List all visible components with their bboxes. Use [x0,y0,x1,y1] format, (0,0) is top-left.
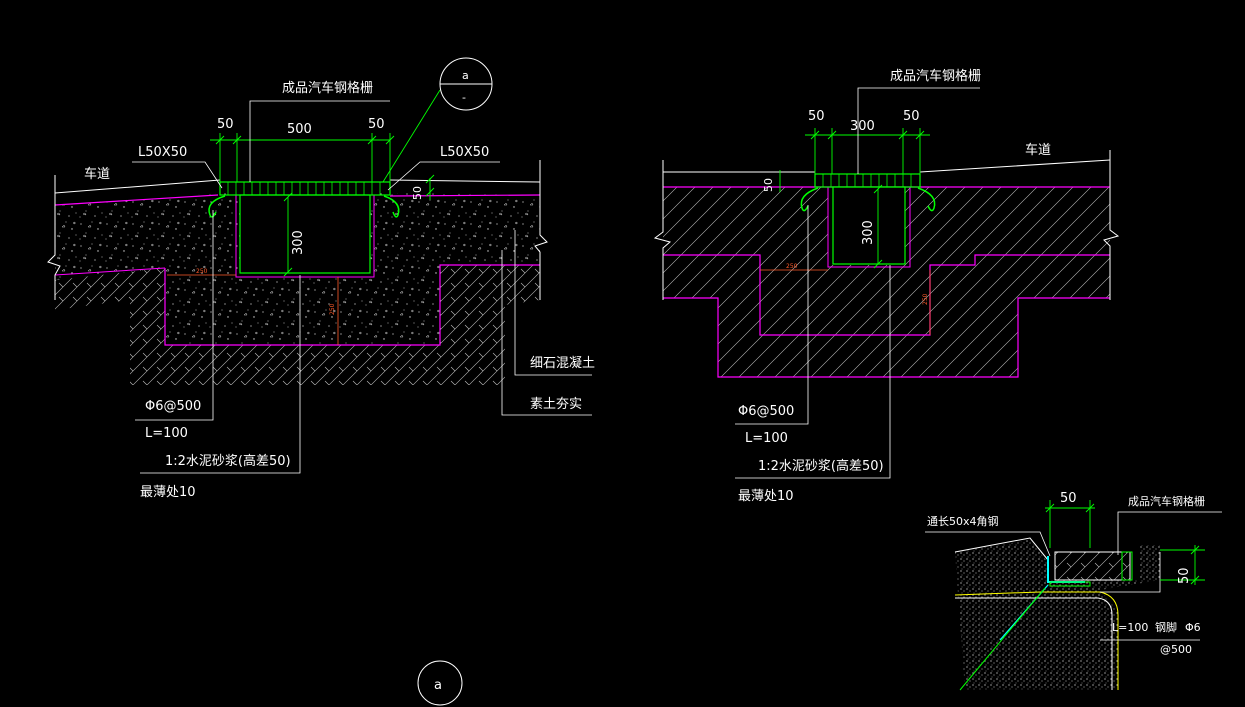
left-dim-h: 250 [196,268,208,275]
right-dim-v: 250 [922,293,929,305]
left-break-line [47,175,61,300]
left-soil-label: 素土夯实 [530,397,582,412]
right-soil-fill [663,255,1110,377]
left-dim-step: 50 [411,186,424,200]
left-mortar-label: 1:2水泥砂浆(高差50) [165,453,291,469]
detail-concrete [955,540,1160,690]
left-dim-d3: 50 [368,117,385,132]
left-title-leader [249,100,390,182]
right-dim-step: 50 [762,178,775,192]
right-min-thick: 最薄处10 [738,489,794,504]
right-grating [814,173,921,188]
detail-rebar-spacing: @500 [1160,643,1192,656]
left-min-thick: 最薄处10 [140,485,196,500]
left-section: 250 250 50 500 50 300 50 成品汽车钢格栅 a - L50… [47,57,595,706]
right-break-line-l [534,160,548,300]
detail-rebar-name: 钢脚 [1155,620,1177,634]
detail-rebar-len: L=100 [1112,621,1148,634]
left-rebar-label: Φ6@500 [145,399,201,414]
left-rebar-len: L=100 [145,426,188,441]
right-rebar-len: L=100 [745,431,788,446]
left-detail-top: a [462,69,469,82]
right-concrete-fill [663,187,1110,335]
left-dim-depth: 300 [291,230,306,255]
section-marker [417,660,463,706]
left-angle-label-l: L50X50 [138,145,187,160]
right-section: 250 250 50 300 50 300 50 成品汽车钢格栅 车道 Φ6@5… [653,68,1120,504]
left-concrete-label: 细石混凝土 [530,355,595,371]
right-rebar-hook [383,195,400,218]
left-concrete-fill [55,193,540,345]
detail-title: 成品汽车钢格栅 [1128,494,1205,508]
detail-rebar-dia: Φ6 [1185,621,1201,634]
section-marker-label: a [434,678,442,693]
detail-dim-w: 50 [1060,491,1077,506]
right-dim-d2: 300 [850,119,875,134]
left-dim-v: 250 [329,303,336,315]
left-title: 成品汽车钢格栅 [282,80,373,96]
right-channel [832,186,906,265]
left-angle-label-r: L50X50 [440,145,489,160]
left-soil-fill [55,265,540,385]
left-dimensions [210,89,441,277]
left-detail-bottom: - [462,91,466,104]
detail-dim-h: 50 [1177,567,1192,584]
left-rebar-hook [208,195,226,218]
right-dim-d1: 50 [808,109,825,124]
left-dim-d1: 50 [217,117,234,132]
detail-angle-label: 通长50x4角钢 [927,515,999,528]
left-road-surface [54,179,541,194]
left-outline-left [54,267,166,276]
right-rebar-label: Φ6@500 [738,404,794,419]
right-dim-depth: 300 [861,220,876,245]
right-dim-h: 250 [786,263,798,270]
right-dimensions [779,128,930,269]
detail-view: 50 50 成品汽车钢格栅 通长50x4角钢 L=100 钢脚 Φ6 @500 [925,491,1222,691]
right-road-label: 车道 [1025,142,1051,158]
right-title: 成品汽车钢格栅 [890,68,981,84]
left-road-label: 车道 [84,166,110,182]
left-dim-d2: 500 [287,122,312,137]
left-grating [219,181,391,196]
right-mortar-label: 1:2水泥砂浆(高差50) [758,458,884,474]
left-outline [54,194,541,346]
right-dim-d3: 50 [903,109,920,124]
